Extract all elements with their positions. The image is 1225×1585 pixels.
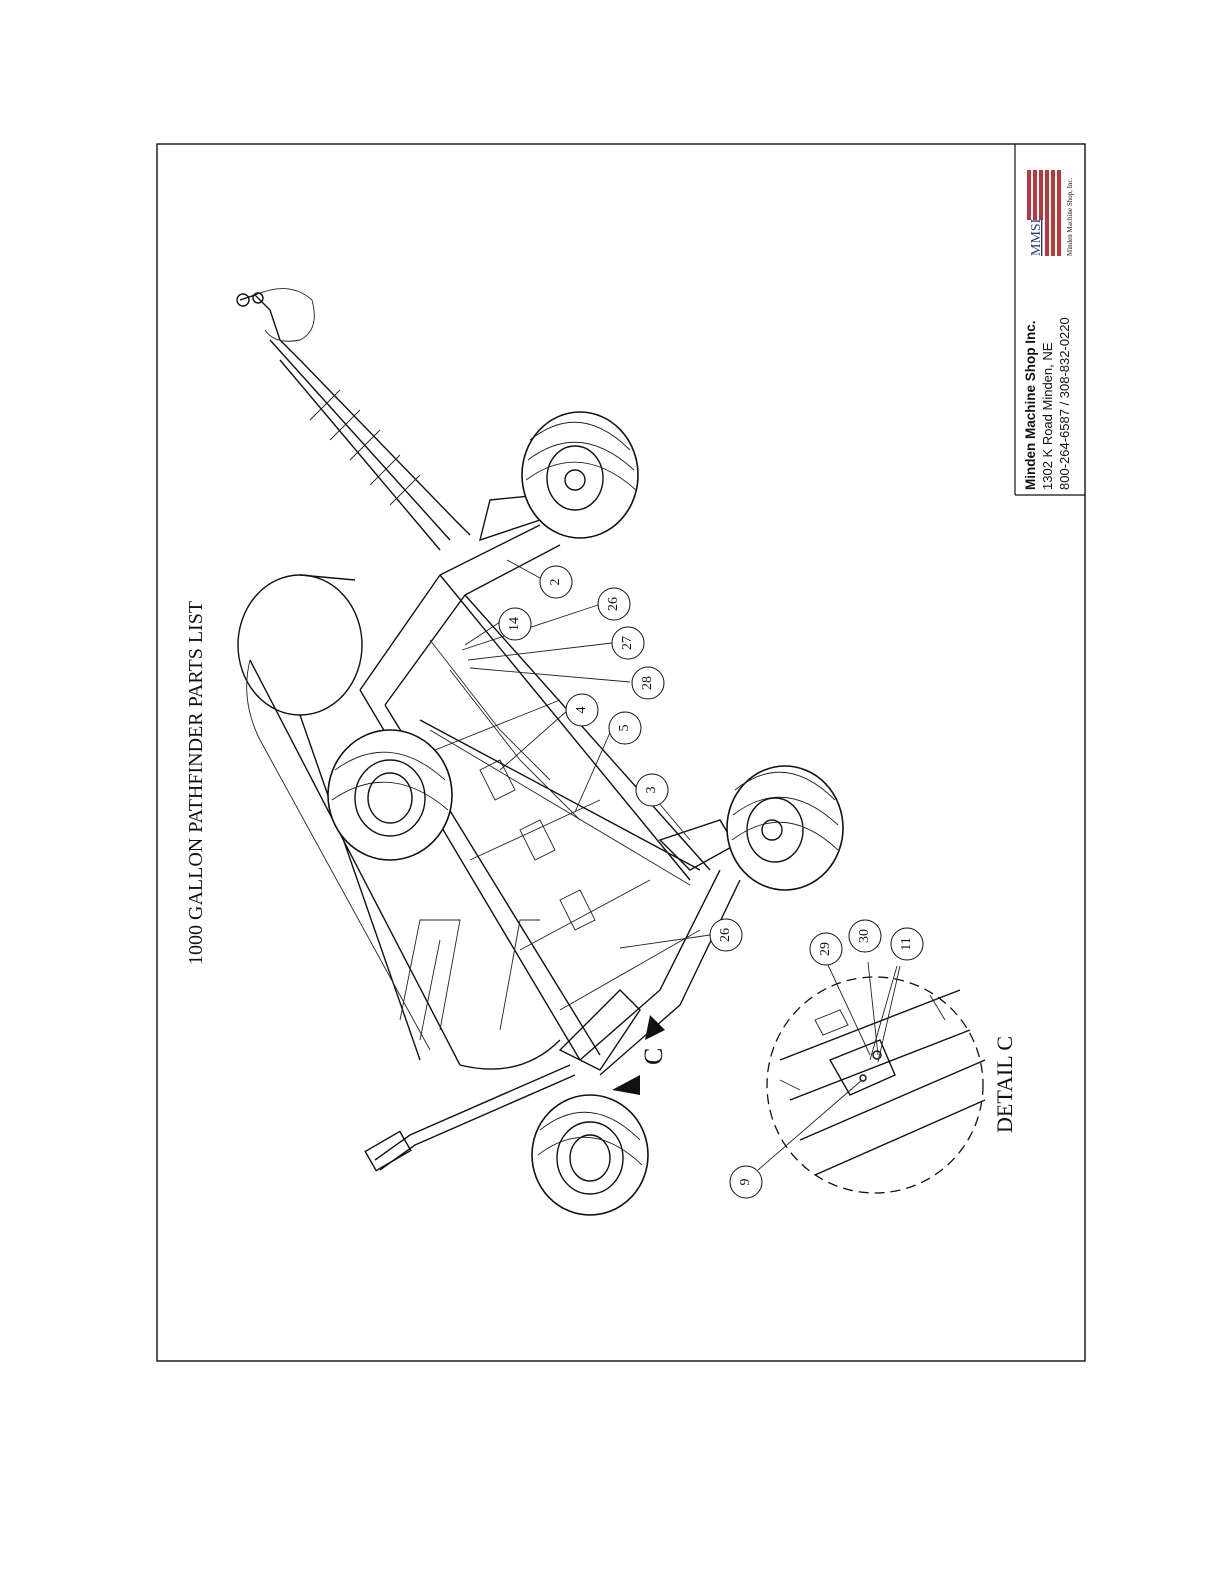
svg-text:30: 30: [857, 929, 872, 943]
callout-26-lower: 26: [710, 919, 742, 951]
logo-text: MMSI: [1029, 218, 1044, 256]
callout-30: 30: [849, 920, 881, 952]
svg-text:26: 26: [718, 928, 733, 942]
svg-text:26: 26: [606, 597, 621, 611]
wheel-front-right: [522, 412, 638, 538]
svg-text:4: 4: [574, 707, 589, 714]
svg-text:5: 5: [617, 725, 632, 732]
company-name: Minden Machine Shop Inc.: [1023, 320, 1038, 490]
svg-text:28: 28: [640, 676, 655, 690]
svg-text:9: 9: [738, 1179, 753, 1186]
section-marker-label: C: [639, 1048, 668, 1065]
svg-text:3: 3: [644, 787, 659, 794]
logo-caption: Minden Machine Shop, Inc.: [1066, 177, 1074, 256]
wheel-rear-right: [727, 766, 843, 890]
wheel-rear-left: [532, 1095, 648, 1215]
svg-text:2: 2: [548, 579, 563, 586]
callout-29: 29: [810, 933, 842, 965]
callout-2: 2: [540, 566, 572, 598]
callout-27: 27: [612, 627, 644, 659]
svg-text:14: 14: [507, 617, 522, 631]
callout-14: 14: [499, 608, 531, 640]
detail-label: DETAIL C: [992, 1036, 1017, 1133]
detail-view: [767, 977, 985, 1193]
drawing-title: 1000 GALLON PATHFINDER PARTS LIST: [185, 601, 207, 965]
callout-5: 5: [609, 712, 641, 744]
callout-28: 28: [632, 667, 664, 699]
wheel-front-left: [328, 730, 452, 860]
callout-9: 9: [730, 1166, 762, 1198]
callout-4: 4: [566, 694, 598, 726]
company-phone: 800-264-6587 / 308-832-0220: [1057, 317, 1072, 490]
callout-3: 3: [636, 774, 668, 806]
callout-26-upper: 26: [598, 588, 630, 620]
svg-text:11: 11: [899, 937, 914, 950]
svg-text:27: 27: [620, 636, 635, 650]
svg-text:29: 29: [818, 942, 833, 956]
callout-11: 11: [891, 928, 923, 960]
company-address: 1302 K Road Minden, NE: [1040, 342, 1055, 490]
